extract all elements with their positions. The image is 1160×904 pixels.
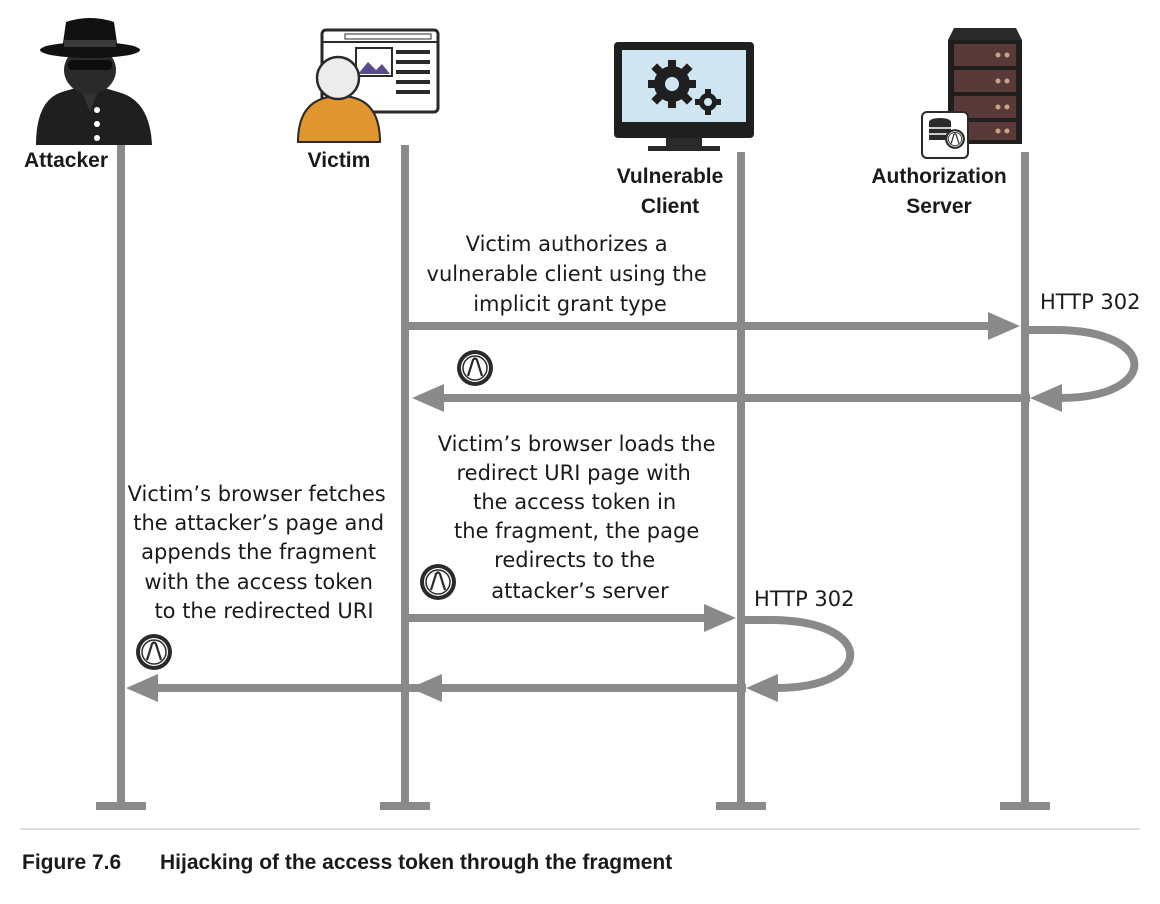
access-token-badge [418, 562, 458, 602]
step1-text: Victim authorizes a vulnerable client us… [427, 232, 714, 316]
gear-icon [648, 60, 696, 108]
figure-number: Figure 7.6 [22, 851, 121, 874]
step3-line: the attacker’s page and [133, 511, 384, 535]
arrow-victim-to-client [405, 604, 736, 632]
server-label-line1: Authorization [871, 165, 1006, 188]
access-token-badge [134, 632, 174, 672]
step2-line: the access token in [473, 490, 676, 514]
small-gear-icon [695, 89, 721, 115]
server-redirect-label: HTTP 302 [1040, 290, 1141, 314]
step3-text: Victim’s browser fetches the attacker’s … [128, 482, 393, 623]
victim-label: Victim [308, 149, 371, 172]
figure-title: Hijacking of the access token through th… [160, 851, 672, 874]
step2-line: redirects to the [494, 548, 655, 572]
arrow-client-to-attacker [126, 674, 746, 702]
step2-text: Victim’s browser loads the redirect URI … [438, 432, 722, 603]
client-redirect-loop [741, 616, 855, 702]
step1-line: vulnerable client using the [427, 262, 707, 286]
server-label-line2: Server [906, 195, 971, 218]
client-redirect-label: HTTP 302 [754, 587, 855, 611]
client-label-line2: Client [641, 195, 699, 218]
token-store-icon [921, 111, 969, 159]
victim-icon [296, 28, 440, 143]
arrowhead-at-victim [410, 674, 442, 702]
step3-line: appends the fragment [141, 540, 376, 564]
attacker-icon [36, 18, 152, 145]
step2-line: the fragment, the page [454, 519, 699, 543]
step2-line: redirect URI page with [457, 461, 691, 485]
client-label-line1: Vulnerable [617, 165, 724, 188]
arrow-server-to-victim [412, 384, 1030, 412]
arrowhead-at-attacker [126, 674, 158, 702]
step1-line: Victim authorizes a [466, 232, 668, 256]
step3-line: to the redirected URI [154, 599, 373, 623]
step2-line: attacker’s server [491, 579, 669, 603]
step1-line: implicit grant type [473, 292, 667, 316]
attacker-label: Attacker [24, 149, 108, 172]
server-redirect-loop [1025, 326, 1139, 412]
server-icon [921, 28, 1022, 159]
arrow-victim-to-server [405, 312, 1020, 340]
step2-line: Victim’s browser loads the [438, 432, 716, 456]
lifelines [96, 145, 1050, 810]
figure-caption: Figure 7.6 Hijacking of the access token… [22, 851, 672, 874]
client-monitor-icon [614, 42, 754, 151]
access-token-badge [455, 348, 495, 388]
step3-line: Victim’s browser fetches [128, 482, 386, 506]
step3-line: with the access token [144, 570, 373, 594]
